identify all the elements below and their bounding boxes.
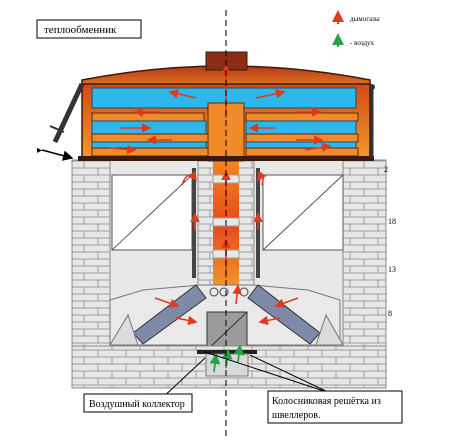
firebox bbox=[109, 284, 344, 351]
left-side-wall bbox=[71, 159, 111, 347]
num-13: 13 bbox=[388, 265, 396, 274]
blue-channel-left-low bbox=[91, 141, 207, 149]
title-box: теплообменник bbox=[36, 19, 142, 39]
left-note-text: Воздушный коллектор bbox=[89, 399, 185, 410]
num-8: 8 bbox=[388, 309, 392, 318]
svg-text:▸: ▸ bbox=[37, 145, 42, 156]
left-plate bbox=[192, 168, 196, 278]
right-note-line1: Колосниковая решётка из bbox=[272, 396, 381, 407]
num-2: 2 bbox=[384, 165, 388, 174]
title-text: теплообменник bbox=[44, 24, 117, 36]
air-channels bbox=[111, 174, 344, 251]
left-note-box: Воздушный коллектор bbox=[83, 393, 193, 413]
right-note-box: Колосниковая решётка из швеллеров. bbox=[267, 390, 403, 424]
right-side-wall bbox=[342, 159, 387, 347]
leader-lines bbox=[159, 351, 331, 401]
num-18: 18 bbox=[388, 217, 396, 226]
legend-gas-label: дымогазы bbox=[350, 15, 380, 23]
legend-air-label: - воздух bbox=[350, 39, 375, 47]
right-note-line2: швеллеров. bbox=[272, 410, 320, 421]
heat-exchanger bbox=[78, 51, 374, 162]
legend: дымогазы - воздух bbox=[332, 10, 380, 47]
blue-channel-right-low bbox=[245, 141, 357, 149]
lid-handle: ▸ bbox=[37, 82, 85, 161]
side-numbers: 2 18 13 8 bbox=[384, 165, 396, 318]
